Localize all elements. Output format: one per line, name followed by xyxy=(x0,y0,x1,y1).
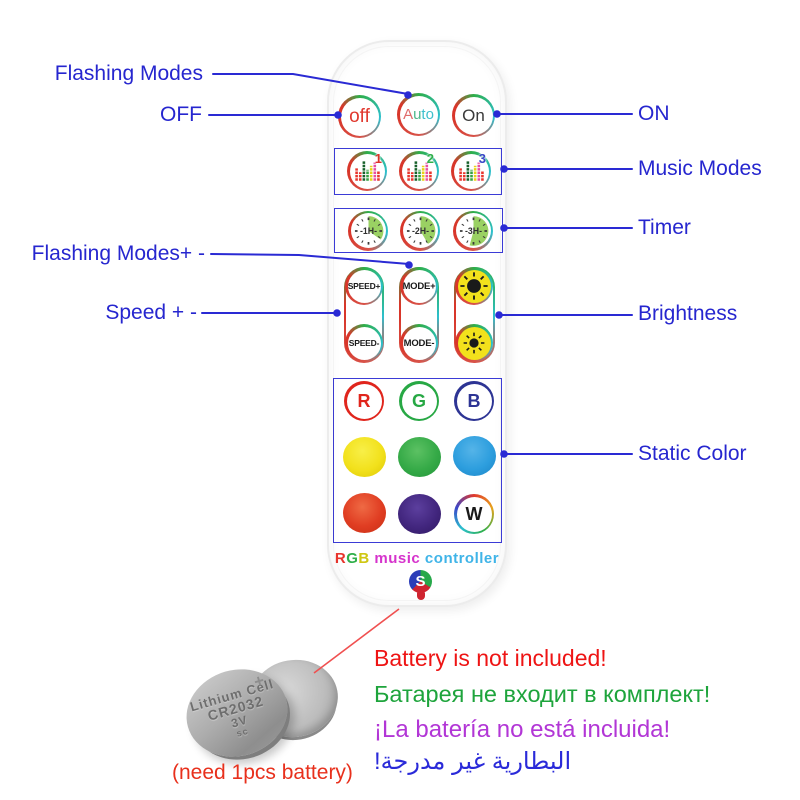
label-speed-plus-minus: Speed + - xyxy=(105,301,197,324)
speed-plus-label: SPEED+ xyxy=(347,269,381,303)
clock-icon: -3H- xyxy=(455,213,491,248)
static-color-group: R G B W xyxy=(333,378,502,543)
mode-group: MODE+ MODE- xyxy=(399,267,439,363)
speed-group: SPEED+ SPEED- xyxy=(344,267,384,363)
static-color-purple-button[interactable] xyxy=(398,494,441,534)
notice-battery-en: Battery is not included! xyxy=(374,645,607,671)
static-color-b-button[interactable]: B xyxy=(454,381,494,421)
brightness-down-button[interactable] xyxy=(455,324,493,362)
equalizer-icon xyxy=(401,153,437,189)
label-flashing-modes-plus-minus: Flashing Modes+ - xyxy=(31,242,205,265)
music-mode-3-button[interactable]: 3 xyxy=(451,151,491,191)
music-mode-1-number: 1 xyxy=(374,151,382,166)
need-battery-label: (need 1pcs battery) xyxy=(172,761,353,784)
off-button-label: off xyxy=(340,97,379,136)
timer-3h-button[interactable]: -3H- xyxy=(453,210,493,251)
static-color-g-button[interactable]: G xyxy=(399,381,439,421)
brand-text: RGB music controller xyxy=(334,550,500,567)
label-off: OFF xyxy=(160,103,202,126)
notice-battery-ar: البطارية غير مدرجة! xyxy=(374,748,572,775)
r-label: R xyxy=(346,383,382,419)
static-color-white-button[interactable]: W xyxy=(454,494,494,534)
static-color-yellow-button[interactable] xyxy=(343,437,386,477)
mode-plus-label: MODE+ xyxy=(402,269,436,303)
brightness-up-button[interactable] xyxy=(455,267,493,305)
timer-2h-button[interactable]: -2H- xyxy=(400,210,440,251)
timer-1h-button[interactable]: -1H- xyxy=(348,210,388,251)
sun-large-icon xyxy=(457,269,491,303)
notice-battery-ru: Батарея не входит в комплект! xyxy=(374,681,711,707)
brand-logo-drip-icon xyxy=(417,592,425,600)
brightness-group xyxy=(454,267,495,363)
mode-minus-label: MODE- xyxy=(402,326,436,360)
svg-text:-3H-: -3H- xyxy=(464,226,481,236)
label-flashing-modes: Flashing Modes xyxy=(54,62,203,85)
label-static-color: Static Color xyxy=(638,442,747,465)
label-on: ON xyxy=(638,102,670,125)
static-color-red-button[interactable] xyxy=(343,493,386,533)
clock-icon: -1H- xyxy=(350,213,386,248)
sun-small-icon xyxy=(457,326,491,360)
mode-plus-button[interactable]: MODE+ xyxy=(400,267,438,305)
on-button[interactable]: On xyxy=(452,94,495,137)
music-mode-3-number: 3 xyxy=(478,151,486,166)
speed-plus-button[interactable]: SPEED+ xyxy=(345,267,383,305)
music-mode-1-button[interactable]: 1 xyxy=(347,151,387,191)
speed-minus-button[interactable]: SPEED- xyxy=(345,324,383,362)
music-mode-2-number: 2 xyxy=(426,151,434,166)
music-mode-2-button[interactable]: 2 xyxy=(399,151,439,191)
label-music-modes: Music Modes xyxy=(638,157,762,180)
off-button[interactable]: off xyxy=(338,95,381,138)
mode-minus-button[interactable]: MODE- xyxy=(400,324,438,362)
static-color-r-button[interactable]: R xyxy=(344,381,384,421)
g-label: G xyxy=(401,383,437,419)
svg-text:-2H-: -2H- xyxy=(411,226,428,236)
b-label: B xyxy=(456,383,492,419)
speed-minus-label: SPEED- xyxy=(347,326,381,360)
music-modes-group: 1 2 3 xyxy=(334,148,502,195)
battery-text-line: sc xyxy=(235,725,250,739)
notice-battery-es: ¡La batería no está incluida! xyxy=(374,716,671,743)
equalizer-icon xyxy=(453,153,489,189)
static-color-green-button[interactable] xyxy=(398,437,441,477)
w-label: W xyxy=(456,496,492,532)
label-timer: Timer xyxy=(638,216,691,239)
svg-text:-1H-: -1H- xyxy=(359,226,376,236)
clock-icon: -2H- xyxy=(402,213,438,248)
equalizer-icon xyxy=(349,153,385,189)
label-brightness: Brightness xyxy=(638,302,738,325)
static-color-blue-button[interactable] xyxy=(453,436,496,476)
on-button-label: On xyxy=(454,96,493,135)
brand-logo-icon: S xyxy=(409,570,432,593)
timer-group: -1H- -2H- -3H- xyxy=(334,208,503,253)
